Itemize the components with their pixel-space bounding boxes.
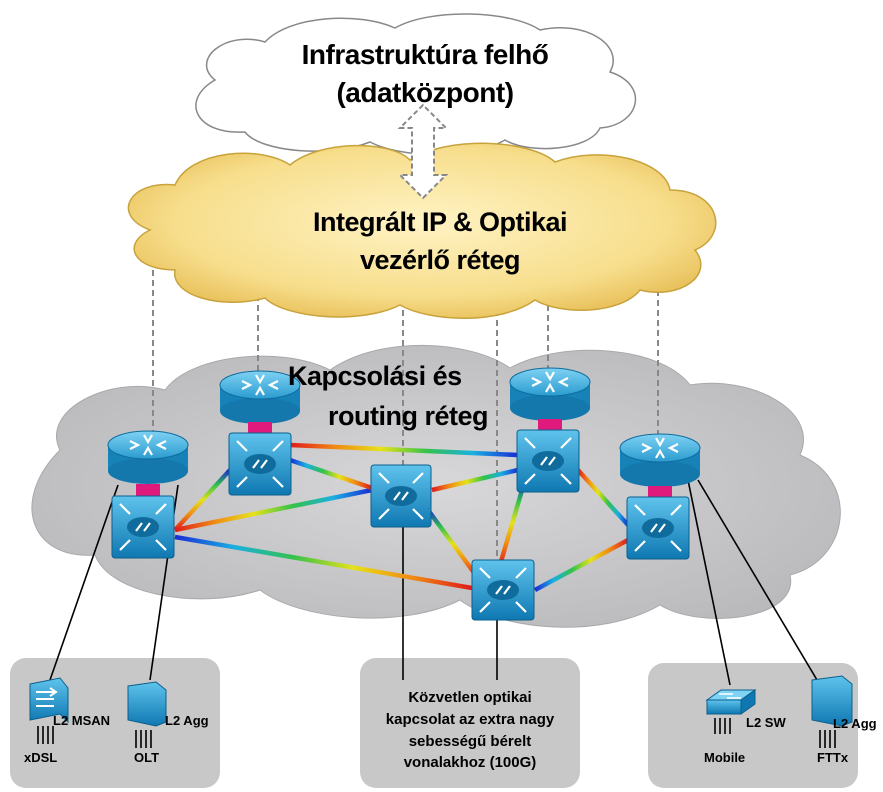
router-left — [107, 430, 189, 484]
mobile-caption: Mobile — [704, 750, 746, 765]
switching-cloud-line2: routing réteg — [328, 401, 489, 432]
switch-right — [626, 496, 690, 560]
infrastructure-cloud — [195, 13, 637, 156]
control-cloud-line1: Integrált IP & Optikai — [312, 207, 568, 237]
note-line-4: vonalakhoz (100G) — [403, 754, 537, 772]
olt-icon — [127, 681, 167, 748]
fttx-agg-label: L2 Agg — [833, 716, 877, 731]
xdsl-caption: xDSL — [24, 750, 58, 765]
access-box-center — [360, 658, 580, 788]
olt-caption: OLT — [134, 750, 160, 765]
msan-icon — [29, 677, 69, 744]
note-line-3: sebességű bérelt — [408, 732, 532, 750]
router-right — [619, 433, 701, 487]
msan-label: L2 MSAN — [53, 713, 111, 728]
switch-upper-left — [228, 432, 292, 496]
access-box-right — [648, 663, 858, 788]
l2-sw-label: L2 SW — [746, 715, 786, 730]
optical-links — [173, 442, 630, 592]
infrastructure-cloud-line2: (adatközpont) — [336, 76, 514, 108]
fttx-agg-icon — [811, 675, 853, 748]
note-line-1: Közvetlen optikai — [408, 689, 532, 706]
switching-cloud-line1: Kapcsolási és — [288, 361, 462, 391]
l2-switch-icon — [705, 689, 757, 734]
switching-cloud-title: Kapcsolási és routing réteg — [288, 360, 538, 433]
direct-optical-note: Közvetlen optikai kapcsolat az extra nag… — [360, 687, 580, 774]
control-cloud — [127, 142, 717, 319]
router-upper-right — [509, 367, 591, 421]
control-links — [152, 240, 659, 560]
switch-bottom — [471, 559, 535, 621]
note-line-2: kapcsolat az extra nagy — [385, 710, 555, 728]
switch-left — [111, 495, 175, 559]
double-arrow-icon — [397, 103, 449, 200]
olt-agg-label: L2 Agg — [165, 713, 209, 728]
router-upper-left — [219, 370, 301, 424]
infrastructure-cloud-line1: Infrastruktúra felhő — [301, 39, 549, 70]
switch-upper-right — [516, 429, 580, 493]
switch-center — [370, 464, 432, 528]
infrastructure-cloud-title: Infrastruktúra felhő (adatközpont) — [265, 38, 585, 109]
fttx-caption: FTTx — [817, 750, 849, 765]
control-cloud-title: Integrált IP & Optikai vezérlő réteg — [265, 206, 615, 277]
control-cloud-line2: vezérlő réteg — [359, 245, 521, 276]
